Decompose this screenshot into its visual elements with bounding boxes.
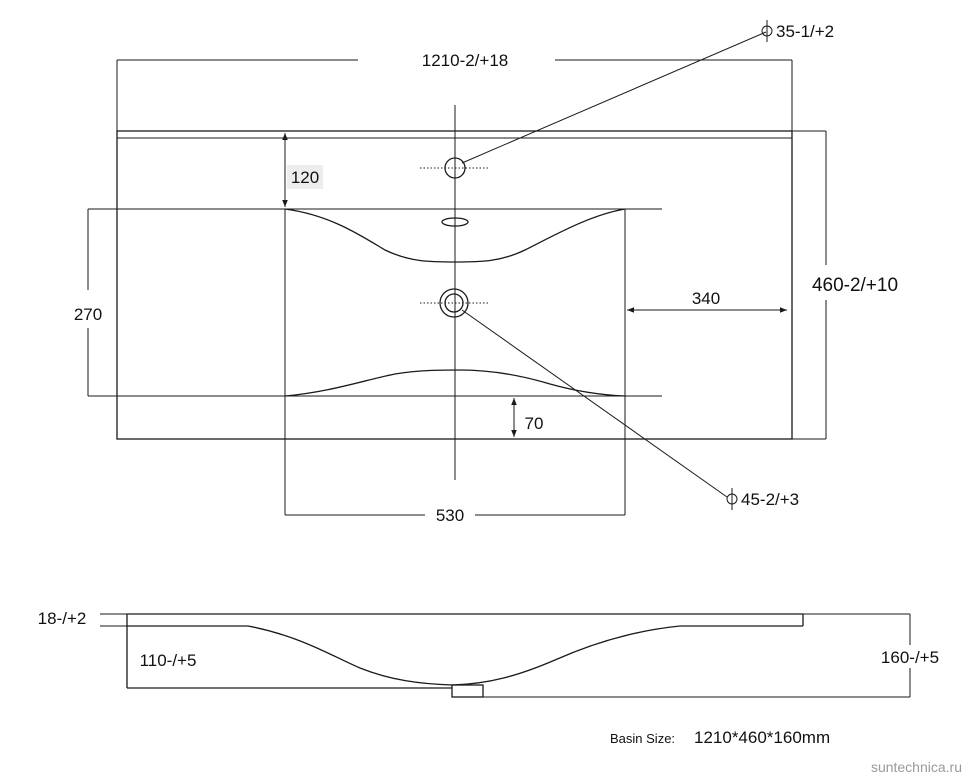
drain-stub <box>451 684 484 698</box>
tap-hole-label: 35-1/+2 <box>776 22 834 41</box>
drain-hole-leader <box>461 309 728 498</box>
plan-view: 1210-2/+18 460-2/+10 120 270 340 70 530 … <box>74 20 898 525</box>
total-height-label: 160-/+5 <box>881 648 939 667</box>
side-distance-label: 340 <box>692 289 720 308</box>
bowl-depth-label: 270 <box>74 305 102 324</box>
rim-thickness-label: 18-/+2 <box>38 609 87 628</box>
section-view: 18-/+2 110-/+5 160-/+5 <box>38 609 939 698</box>
basin-size-value: 1210*460*160mm <box>694 728 830 747</box>
overall-depth-label: 460-2/+10 <box>812 275 898 296</box>
watermark: suntechnica.ru <box>871 759 962 775</box>
overall-width-label: 1210-2/+18 <box>422 51 509 70</box>
basin-size-caption: Basin Size: <box>610 731 675 746</box>
tap-hole-leader <box>461 31 767 164</box>
bowl-width-label: 530 <box>436 506 464 525</box>
bowl-back-curve <box>284 369 626 397</box>
bowl-height-label: 110-/+5 <box>140 651 197 670</box>
bowl-profile-curve <box>247 625 681 686</box>
drain-hole-label: 45-2/+3 <box>741 490 799 509</box>
front-offset-label: 120 <box>291 168 319 187</box>
back-offset-label: 70 <box>525 414 544 433</box>
overflow-slot-icon <box>441 217 469 227</box>
drain-hole-outer-icon <box>439 288 469 318</box>
front-offset-highlight <box>287 165 323 189</box>
drain-hole-inner-icon <box>444 293 464 313</box>
